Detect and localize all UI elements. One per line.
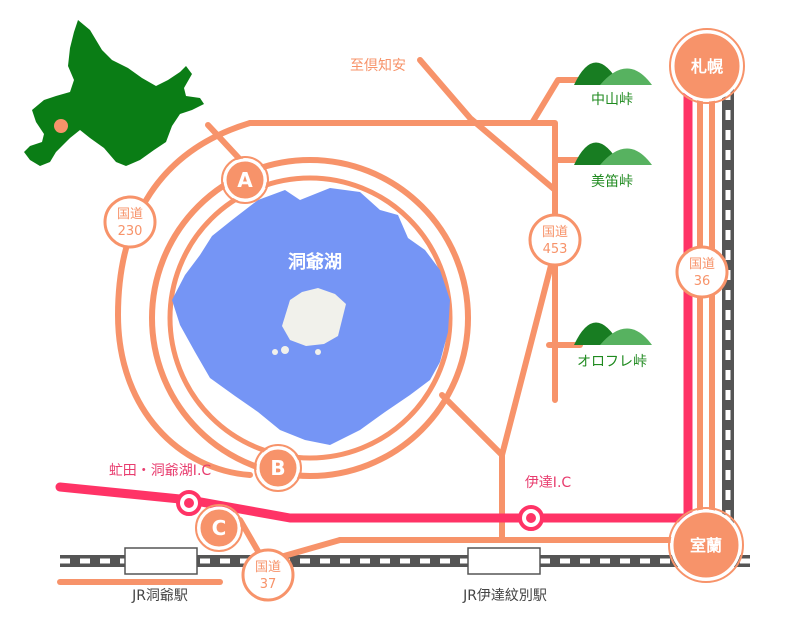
svg-text:国道: 国道	[117, 207, 143, 222]
lake-name: 洞爺湖	[288, 251, 342, 273]
label-toyako-ic: 虻田・洞爺湖I.C	[109, 463, 212, 479]
route-230-badge: 国道 230	[103, 195, 157, 249]
label-bifue-pass: 美笛峠	[591, 174, 633, 190]
marker-b: B	[254, 444, 302, 492]
label-kutchan: 至倶知安	[350, 57, 406, 74]
mountain-icon-bifue	[574, 142, 652, 165]
city-sapporo: 札幌	[669, 28, 745, 104]
marker-c: C	[195, 504, 243, 552]
svg-text:国道: 国道	[689, 257, 715, 272]
island-small-2	[272, 349, 278, 355]
route-453-badge: 国道 453	[528, 213, 582, 267]
nakajima-island	[282, 288, 346, 346]
label-nakayama-pass: 中山峠	[591, 92, 633, 108]
ic-marker-date-dot	[526, 513, 536, 523]
svg-text:B: B	[270, 456, 285, 480]
svg-text:36: 36	[694, 274, 711, 289]
island-small-3	[315, 349, 321, 355]
mountain-icon-nakayama	[574, 62, 652, 85]
label-date-mombetsu-station: JR伊達紋別駅	[462, 588, 547, 604]
svg-text:国道: 国道	[255, 560, 281, 575]
toya-location-dot	[54, 119, 68, 133]
svg-text:札幌: 札幌	[690, 57, 723, 76]
svg-text:室蘭: 室蘭	[690, 536, 722, 555]
mountain-icon-orofure	[574, 322, 652, 345]
ic-marker-toyako-dot	[184, 498, 194, 508]
svg-text:37: 37	[260, 577, 277, 592]
lake-ring-road	[149, 157, 471, 479]
svg-text:230: 230	[118, 224, 143, 239]
lake-inner-ring-road	[167, 175, 453, 461]
expressway-line	[55, 482, 695, 523]
svg-text:C: C	[212, 516, 227, 540]
route-37-badge: 国道 37	[241, 548, 295, 602]
station-box-toya	[124, 547, 198, 575]
city-muroran: 室蘭	[668, 507, 744, 583]
road-network	[57, 57, 715, 585]
svg-text:国道: 国道	[542, 225, 568, 240]
hokkaido-inset-map	[24, 20, 204, 166]
marker-a: A	[221, 156, 269, 204]
island-small-1	[281, 346, 289, 354]
label-toya-station: JR洞爺駅	[131, 588, 188, 604]
svg-text:A: A	[237, 168, 253, 192]
route-36-badge: 国道 36	[675, 245, 729, 299]
svg-text:453: 453	[543, 242, 568, 257]
label-date-ic: 伊達I.C	[525, 475, 572, 491]
station-box-date-mombetsu	[467, 547, 541, 575]
label-orofure-pass: オロフレ峠	[577, 354, 647, 370]
